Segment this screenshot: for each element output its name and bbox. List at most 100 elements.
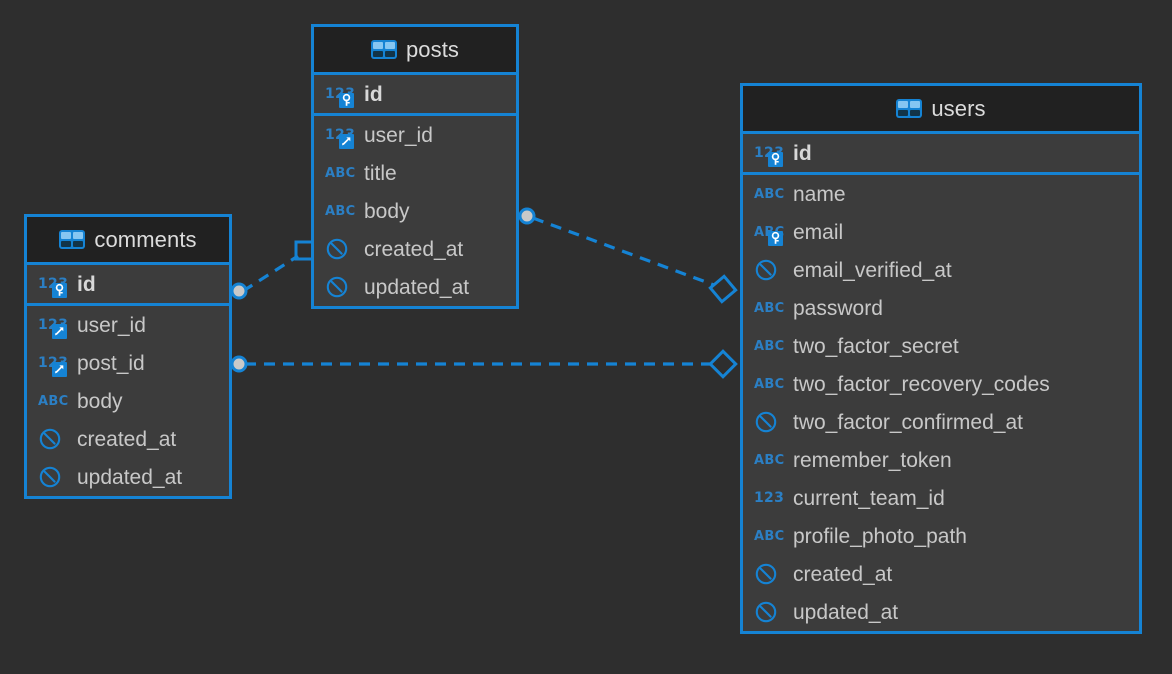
primary-key-group: 123id (743, 134, 1139, 175)
type-icon-string: ABC (325, 198, 355, 224)
type-icon-string: ABC (754, 181, 784, 207)
type-icon-number: 123 (325, 122, 355, 149)
column-name: body (364, 199, 410, 223)
table-node-comments[interactable]: comments123id123user_id123post_idABCbody… (24, 214, 232, 499)
column-name: body (77, 389, 123, 413)
column-row[interactable]: 123user_id (314, 116, 516, 154)
table-grid-icon (59, 230, 86, 249)
type-icon-timestamp (754, 257, 784, 283)
column-row[interactable]: created_at (314, 230, 516, 268)
string-abc-icon: ABC (754, 338, 785, 354)
table-node-users[interactable]: users123idABCnameABCemailemail_verified_… (740, 83, 1142, 634)
type-icon-timestamp (754, 599, 784, 625)
column-row[interactable]: ABC body (314, 192, 516, 230)
primary-key-row[interactable]: 123id (743, 134, 1139, 172)
column-name: email (793, 220, 844, 244)
column-name: title (364, 161, 397, 185)
column-row[interactable]: ABC body (27, 382, 229, 420)
type-icon-string: ABC (325, 160, 355, 186)
edge-endpoint-circle (230, 282, 248, 300)
string-abc-icon: ABC (754, 186, 785, 202)
column-name: updated_at (793, 600, 899, 624)
primary-key-icon (339, 93, 354, 108)
table-title: posts (405, 36, 460, 62)
column-name: user_id (77, 313, 146, 337)
column-name: id (364, 82, 383, 106)
relationship-comments-users[interactable] (230, 349, 738, 379)
column-name: email_verified_at (793, 258, 952, 282)
type-icon-timestamp (38, 464, 68, 490)
unique-key-icon (768, 231, 783, 246)
timestamp-clock-icon (326, 238, 348, 260)
timestamp-clock-icon (39, 428, 61, 450)
column-row[interactable]: 123 post_id (27, 344, 229, 382)
foreign-key-icon (52, 324, 67, 339)
column-row[interactable]: ABC password (743, 289, 1139, 327)
edge-endpoint-diamond (708, 274, 738, 304)
primary-key-row[interactable]: 123id (27, 265, 229, 303)
table-header-comments[interactable]: comments (27, 217, 229, 265)
foreign-key-icon (339, 134, 354, 149)
timestamp-clock-icon (755, 563, 777, 585)
type-icon-string: ABC (754, 523, 784, 549)
primary-key-icon (768, 152, 783, 167)
column-row[interactable]: created_at (27, 420, 229, 458)
type-icon-string: ABC (754, 333, 784, 359)
column-row[interactable]: ABC email (743, 213, 1139, 251)
string-abc-icon: ABC (325, 203, 356, 219)
relationship-posts-users[interactable] (518, 207, 738, 304)
type-icon-timestamp (754, 561, 784, 587)
column-list: ABCnameABCemailemail_verified_atABCpassw… (743, 175, 1139, 631)
string-abc-icon: ABC (754, 528, 785, 544)
column-row[interactable]: ABC profile_photo_path (743, 517, 1139, 555)
column-row[interactable]: ABC name (743, 175, 1139, 213)
primary-key-group: 123id (314, 75, 516, 116)
table-title: users (931, 95, 986, 121)
type-icon-number: 123 (754, 140, 784, 167)
relationship-comments-posts[interactable] (230, 240, 315, 300)
table-grid-icon (896, 99, 923, 118)
type-icon-string: ABC (38, 388, 68, 414)
column-name: post_id (77, 351, 145, 375)
type-icon-string: ABC (754, 219, 784, 246)
column-row[interactable]: created_at (743, 555, 1139, 593)
column-row[interactable]: two_factor_confirmed_at (743, 403, 1139, 441)
column-name: profile_photo_path (793, 524, 967, 548)
edge-endpoint-circle (230, 355, 248, 373)
column-name: remember_token (793, 448, 952, 472)
primary-key-row[interactable]: 123id (314, 75, 516, 113)
column-name: created_at (793, 562, 893, 586)
timestamp-clock-icon (755, 411, 777, 433)
string-abc-icon: ABC (754, 376, 785, 392)
column-row[interactable]: updated_at (27, 458, 229, 496)
column-row[interactable]: email_verified_at (743, 251, 1139, 289)
type-icon-string: ABC (754, 371, 784, 397)
type-icon-string: ABC (754, 295, 784, 321)
table-node-posts[interactable]: posts123id123user_idABCtitleABCbodycreat… (311, 24, 519, 309)
type-icon-timestamp (325, 236, 355, 262)
type-icon-number: 123 (38, 271, 68, 298)
column-row[interactable]: updated_at (743, 593, 1139, 631)
table-title: comments (94, 226, 197, 252)
column-name: name (793, 182, 846, 206)
edge-line (532, 216, 715, 287)
primary-key-icon (52, 283, 67, 298)
column-row[interactable]: updated_at (314, 268, 516, 306)
edge-endpoint-circle (518, 207, 536, 225)
column-name: updated_at (364, 275, 470, 299)
table-header-users[interactable]: users (743, 86, 1139, 134)
column-row[interactable]: ABC title (314, 154, 516, 192)
column-row[interactable]: 123user_id (27, 306, 229, 344)
column-name: updated_at (77, 465, 183, 489)
column-name: password (793, 296, 883, 320)
table-header-posts[interactable]: posts (314, 27, 516, 75)
table-grid-icon (370, 40, 397, 59)
edge-endpoint-diamond (708, 349, 738, 379)
type-icon-number: 123 (38, 350, 68, 377)
